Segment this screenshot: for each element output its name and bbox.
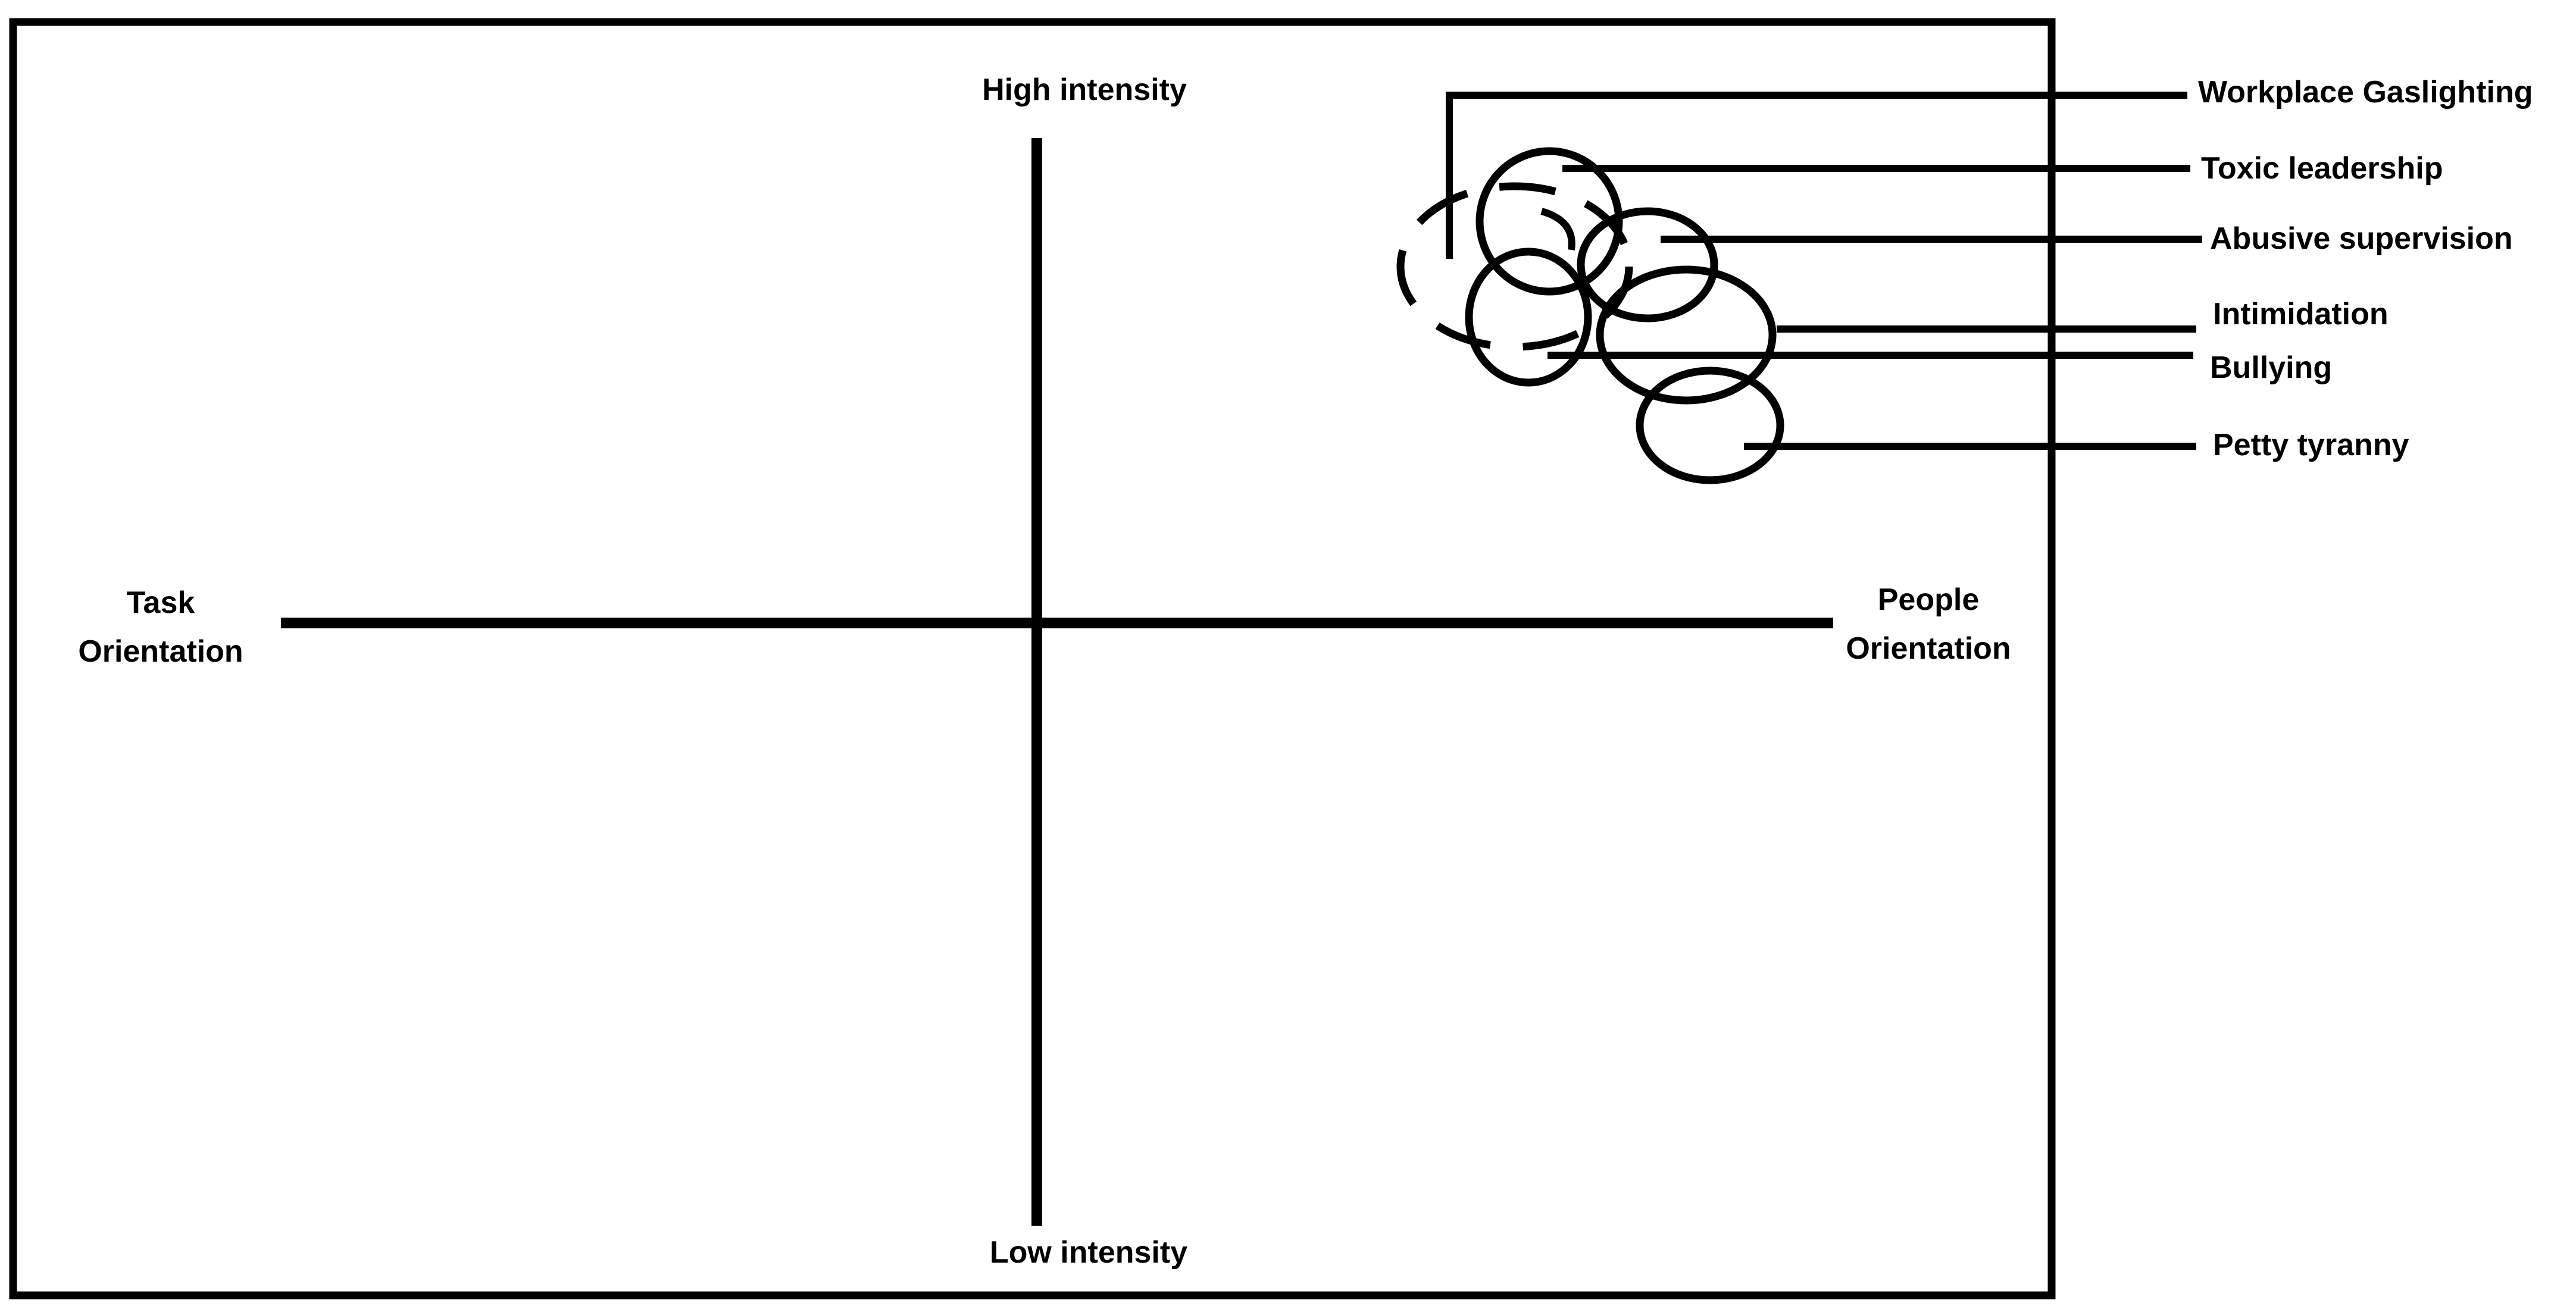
axis-label-task-line-1: Task [127, 585, 195, 620]
label-intimidation: Intimidation [2213, 297, 2389, 331]
ellipse-abusive-supervision [1577, 207, 1718, 322]
label-petty-tyranny: Petty tyranny [2213, 428, 2409, 462]
label-toxic-leadership: Toxic leadership [2201, 151, 2443, 186]
label-workplace-gaslighting: Workplace Gaslighting [2198, 75, 2533, 109]
ellipse-toxic-leadership [1475, 147, 1623, 296]
axis-label-people-line-1: People [1878, 583, 1980, 617]
axis-label-people-line-2: Orientation [1846, 631, 2011, 666]
diagram-frame [9, 18, 2056, 1300]
ellipse-petty-tyranny [1636, 367, 1784, 484]
ellipse-bullying [1465, 248, 1592, 387]
label-abusive-supervision: Abusive supervision [2210, 221, 2513, 256]
leader-line-toxic-leadership-hook [1540, 208, 1575, 250]
leader-line-workplace-gaslighting [1446, 92, 2187, 259]
axis-label-low-intensity: Low intensity [990, 1235, 1187, 1270]
ellipse-intimidation [1596, 265, 1777, 405]
axis-label-task-line-2: Orientation [78, 634, 243, 669]
label-bullying: Bullying [2210, 350, 2332, 385]
axis-label-high-intensity: High intensity [982, 73, 1187, 107]
ellipse-workplace-gaslighting [1396, 182, 1633, 351]
